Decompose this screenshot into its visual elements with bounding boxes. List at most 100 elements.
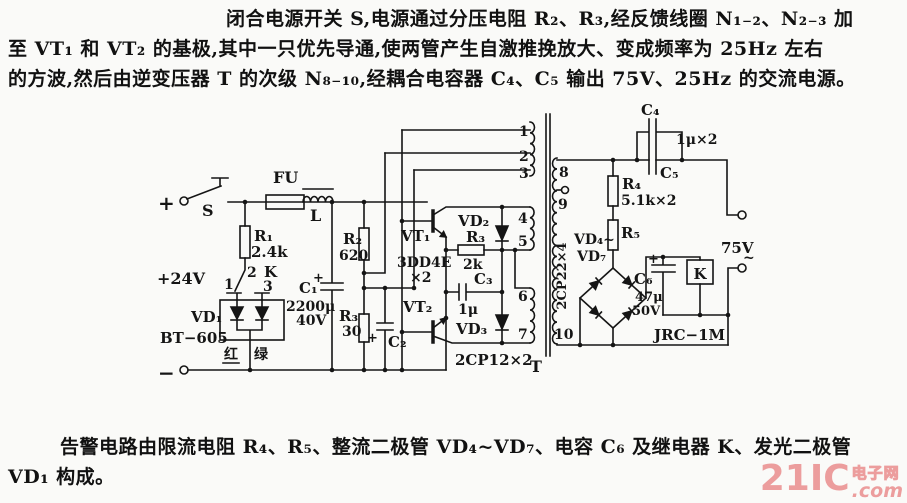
tap3-label: 3 bbox=[519, 166, 529, 182]
r4-r5-value: 5.1k×2 bbox=[621, 193, 677, 209]
relay-model-label: JRC−1M bbox=[652, 326, 725, 344]
vt1-label: VT₁ bbox=[400, 227, 430, 245]
feedback-tap-wires bbox=[384, 129, 531, 171]
bridge-diode-tr bbox=[621, 275, 636, 290]
c1-plus: + bbox=[313, 271, 324, 286]
c3-label: C₃ bbox=[474, 270, 493, 288]
output-bottom-wire bbox=[727, 267, 739, 346]
tap9-label: 9 bbox=[558, 197, 568, 213]
circuit-labels: + − S FU L R₁ 2.4k +24V 2 K 1 3 VD₁ BT−6… bbox=[157, 101, 755, 385]
diode-vd2 bbox=[494, 225, 510, 243]
fuse-fu bbox=[265, 194, 305, 210]
r1-wire-and-blade bbox=[233, 201, 246, 293]
tap1-label: 1 bbox=[519, 124, 529, 140]
red-label: 红 bbox=[224, 346, 238, 363]
bottom-paragraph-line2: VD₁ 构成。 bbox=[8, 466, 115, 488]
output-terminal-top bbox=[737, 210, 747, 220]
tap10-label: 10 bbox=[554, 327, 574, 343]
minus-label: − bbox=[158, 361, 175, 385]
c1-voltage: 40V bbox=[296, 313, 327, 329]
c4-c5-value: 1μ×2 bbox=[676, 132, 717, 148]
c2-label: C₂ bbox=[388, 333, 407, 351]
transformer-label: T bbox=[530, 357, 542, 376]
plus-terminal bbox=[179, 196, 189, 206]
secondary-winding bbox=[551, 157, 558, 345]
resistor-r3 bbox=[358, 313, 370, 343]
c3-value: 1μ bbox=[458, 302, 478, 318]
c2-plus: + bbox=[367, 331, 378, 346]
vd3-label: VD₃ bbox=[455, 320, 487, 338]
r3b-label: R₃ bbox=[466, 228, 485, 246]
resistor-r1 bbox=[239, 225, 251, 259]
r1-label: R₁ bbox=[254, 227, 273, 245]
transformer-t bbox=[501, 113, 570, 357]
secondary-top-wire bbox=[556, 159, 739, 216]
capacitor-c6 bbox=[651, 256, 676, 316]
bias-divider bbox=[320, 129, 531, 371]
v24-label: +24V bbox=[157, 269, 206, 288]
c6-value: 47μ bbox=[635, 290, 663, 305]
output-section bbox=[556, 118, 747, 346]
contact1-label: 1 bbox=[224, 277, 234, 293]
green-label: 绿 bbox=[254, 346, 269, 363]
capacitors-c4-c5 bbox=[636, 118, 683, 175]
ac-tilde: ~ bbox=[743, 250, 755, 266]
bridge-diode-lt bbox=[588, 276, 603, 291]
resistor-r2 bbox=[358, 227, 370, 261]
diode-type-label: 2CP12×2 bbox=[455, 351, 533, 369]
diode-vd3 bbox=[494, 314, 510, 332]
top-paragraph-line1: 闭合电源开关 S,电源通过分压电阻 R₂、R₃,经反馈线圈 N₁₋₂、N₂₋₃ … bbox=[226, 8, 854, 30]
c5-label: C₅ bbox=[660, 164, 679, 182]
tap2-label: 2 bbox=[519, 149, 529, 165]
led-box bbox=[219, 299, 285, 341]
inductor-label: L bbox=[310, 206, 321, 225]
r1-value: 2.4k bbox=[251, 243, 288, 261]
top-paragraph-line3: 的方波,然后由逆变压器 T 的次级 N₈₋₁₀,经耦合电容器 C₄、C₅ 输出 … bbox=[8, 68, 856, 90]
tap4-label: 4 bbox=[518, 211, 528, 227]
plus-label: + bbox=[158, 191, 175, 215]
r2-value: 620 bbox=[339, 248, 368, 264]
led-red-diode bbox=[229, 306, 245, 321]
c6-plus: + bbox=[648, 252, 659, 267]
c4-label: C₄ bbox=[641, 101, 660, 119]
fuse-label: FU bbox=[273, 168, 298, 187]
primary-winding-4-5 bbox=[529, 206, 535, 251]
r3-label: R₃ bbox=[339, 307, 358, 325]
primary-winding-1-3 bbox=[529, 121, 536, 177]
led-indicator-branch bbox=[219, 201, 285, 371]
vd4-7-label-a: VD₄~ bbox=[573, 232, 615, 248]
relay-k-box bbox=[686, 259, 714, 285]
r4-label: R₄ bbox=[622, 175, 641, 193]
base-wires bbox=[401, 220, 434, 333]
bt605-label: BT−605 bbox=[160, 329, 228, 347]
relay-contact-label: K bbox=[264, 263, 278, 281]
vd2-label: VD₂ bbox=[457, 212, 489, 230]
capacitor-c3 bbox=[445, 283, 503, 301]
minus-terminal bbox=[179, 365, 189, 375]
watermark-site-name: 电子网 bbox=[851, 464, 900, 483]
c6-voltage: 50V bbox=[632, 304, 661, 319]
contact3-label: 3 bbox=[263, 279, 273, 295]
transistor-qty: ×2 bbox=[410, 270, 431, 286]
switch-label: S bbox=[202, 201, 214, 220]
c1-value: 2200μ bbox=[286, 299, 335, 315]
watermark: 21IC 电子网 .com bbox=[760, 461, 903, 502]
vd4-7-label-b: VD₇ bbox=[576, 249, 606, 265]
bridge-ac-wires bbox=[579, 297, 614, 346]
r5-label: R₅ bbox=[621, 224, 640, 242]
r2-label: R₂ bbox=[343, 230, 362, 248]
capacitor-c1 bbox=[320, 201, 344, 371]
alarm-circuit bbox=[578, 159, 729, 346]
capacitor-c2 bbox=[376, 287, 394, 371]
bias-jogs bbox=[363, 152, 415, 289]
secondary-type-label: 2CP22×4 bbox=[555, 242, 570, 309]
core bbox=[545, 113, 551, 357]
top-paragraph-line2: 至 VT₁ 和 VT₂ 的基极,其中一只优先导通,使两管产生自激推挽放大、变成频… bbox=[8, 38, 824, 60]
vt2-label: VT₂ bbox=[402, 298, 432, 316]
led-wires bbox=[236, 299, 263, 371]
primary-winding-6-7 bbox=[529, 287, 536, 344]
relay-contacts bbox=[226, 292, 270, 301]
watermark-com: .com bbox=[851, 480, 903, 502]
